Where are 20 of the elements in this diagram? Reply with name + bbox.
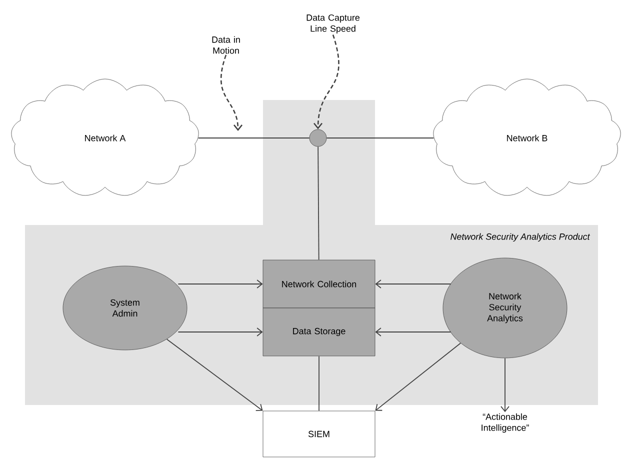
network-cloud: Network A (11, 78, 199, 196)
dashed-arrow (220, 54, 243, 131)
connector-line (318, 146, 320, 260)
system-box: SIEM (262, 410, 376, 458)
process-box: Network Collection (262, 260, 376, 308)
callout-text: Data in Motion (212, 36, 240, 54)
arrow (375, 328, 452, 336)
network-cloud: Network B (433, 78, 621, 196)
arrow (166, 338, 263, 412)
process-box: Data Storage (262, 308, 376, 356)
output-text: “Actionable Intelligence” (482, 413, 529, 433)
tap-point (309, 129, 327, 147)
connector-line (318, 356, 320, 412)
arrow (500, 358, 510, 412)
arrow (178, 328, 263, 336)
arrow (178, 280, 263, 288)
dashed-arrow (314, 34, 340, 130)
callout-text: Data Capture Line Speed (306, 14, 360, 34)
arrow (375, 280, 452, 288)
arrow (375, 342, 462, 411)
